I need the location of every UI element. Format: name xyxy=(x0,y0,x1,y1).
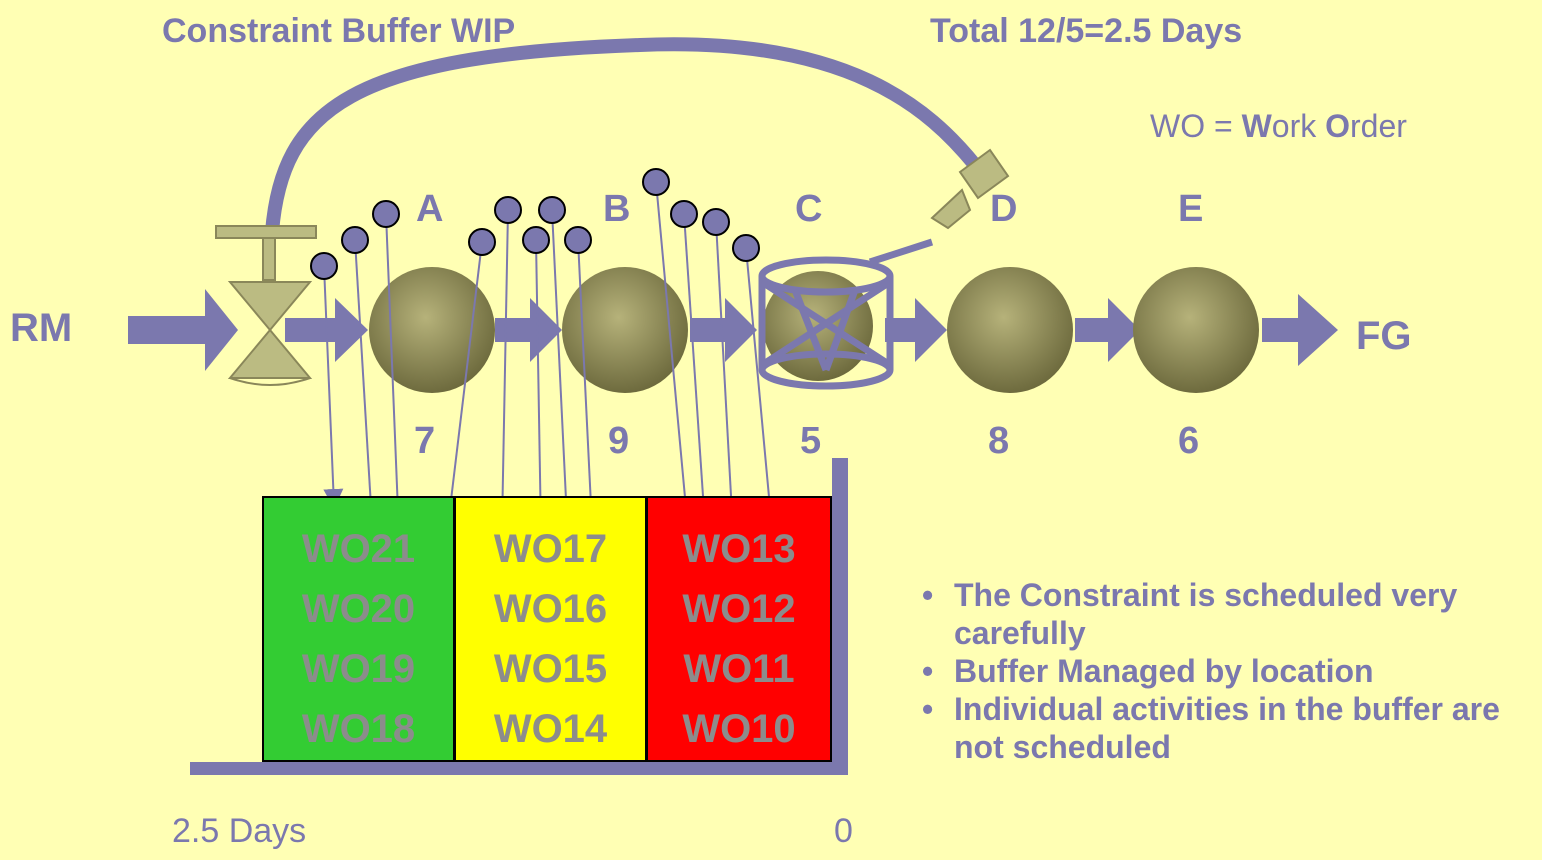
capacity-a: 7 xyxy=(414,420,436,462)
total-days-title: Total 12/5=2.5 Days xyxy=(930,12,1243,50)
work-order: WO16 xyxy=(493,587,608,631)
arrow-b-c xyxy=(690,298,757,362)
buffer-axis-start: 2.5 Days xyxy=(172,812,307,850)
station-e-icon xyxy=(1133,267,1259,393)
wo-ball xyxy=(468,228,496,256)
capacity-d: 8 xyxy=(988,420,1010,462)
drum-icon xyxy=(758,238,934,390)
buffer-zone-green: WO21 WO20 WO19 WO18 xyxy=(262,496,455,762)
wo-ball xyxy=(494,196,522,224)
wo-ball xyxy=(564,226,592,254)
wo-ball xyxy=(310,252,338,280)
arrow-rm xyxy=(128,289,238,371)
station-a-icon xyxy=(369,267,495,393)
arrow-fg xyxy=(1262,294,1338,366)
bullet-item: The Constraint is scheduled very careful… xyxy=(914,576,1542,652)
work-order: WO10 xyxy=(682,707,796,751)
work-order: WO20 xyxy=(301,587,416,631)
work-order: WO17 xyxy=(493,527,608,571)
station-label-d: D xyxy=(990,188,1018,230)
wo-legend: WO = Work Order xyxy=(1150,108,1407,144)
capacity-b: 9 xyxy=(608,420,630,462)
station-label-e: E xyxy=(1178,188,1204,230)
release-valve-icon xyxy=(215,225,317,386)
wo-ball xyxy=(372,200,400,228)
work-order: WO11 xyxy=(683,647,795,691)
bullet-item: Buffer Managed by location xyxy=(914,652,1542,690)
station-label-b: B xyxy=(603,188,631,230)
station-b-icon xyxy=(562,267,688,393)
capacity-c: 5 xyxy=(800,420,822,462)
buffer-title: Constraint Buffer WIP xyxy=(162,12,516,50)
bullet-list: The Constraint is scheduled very careful… xyxy=(914,576,1542,766)
finished-goods-label: FG xyxy=(1356,314,1412,358)
rope-line xyxy=(265,37,982,239)
station-d-icon xyxy=(947,267,1073,393)
arrow-d-e xyxy=(1075,298,1140,362)
work-order: WO13 xyxy=(682,527,796,571)
wo-ball xyxy=(670,200,698,228)
work-order: WO12 xyxy=(682,587,796,631)
wo-ball xyxy=(732,234,760,262)
work-order: WO14 xyxy=(493,707,608,751)
buffer-axes xyxy=(190,458,848,775)
wo-ball xyxy=(538,196,566,224)
capacity-e: 6 xyxy=(1178,420,1200,462)
drumstick-icon xyxy=(930,148,1010,230)
arrow-c-d xyxy=(885,298,947,362)
wo-ball xyxy=(702,208,730,236)
work-order: WO18 xyxy=(301,707,416,751)
buffer-axis-end: 0 xyxy=(834,812,853,850)
arrow-a-b xyxy=(495,298,562,362)
station-label-c: C xyxy=(795,188,823,230)
work-order: WO15 xyxy=(493,647,608,691)
work-order-balls xyxy=(310,168,760,280)
buffer-zone-yellow: WO17 WO16 WO15 WO14 xyxy=(454,496,647,762)
station-label-a: A xyxy=(416,188,444,230)
wo-ball xyxy=(642,168,670,196)
wo-ball xyxy=(522,226,550,254)
work-order: WO19 xyxy=(301,647,416,691)
work-order: WO21 xyxy=(301,527,416,571)
bullet-item: Individual activities in the buffer are … xyxy=(914,690,1542,766)
raw-material-label: RM xyxy=(10,306,73,350)
buffer-zone-red: WO13 WO12 WO11 WO10 xyxy=(646,496,832,762)
wo-ball xyxy=(341,226,369,254)
